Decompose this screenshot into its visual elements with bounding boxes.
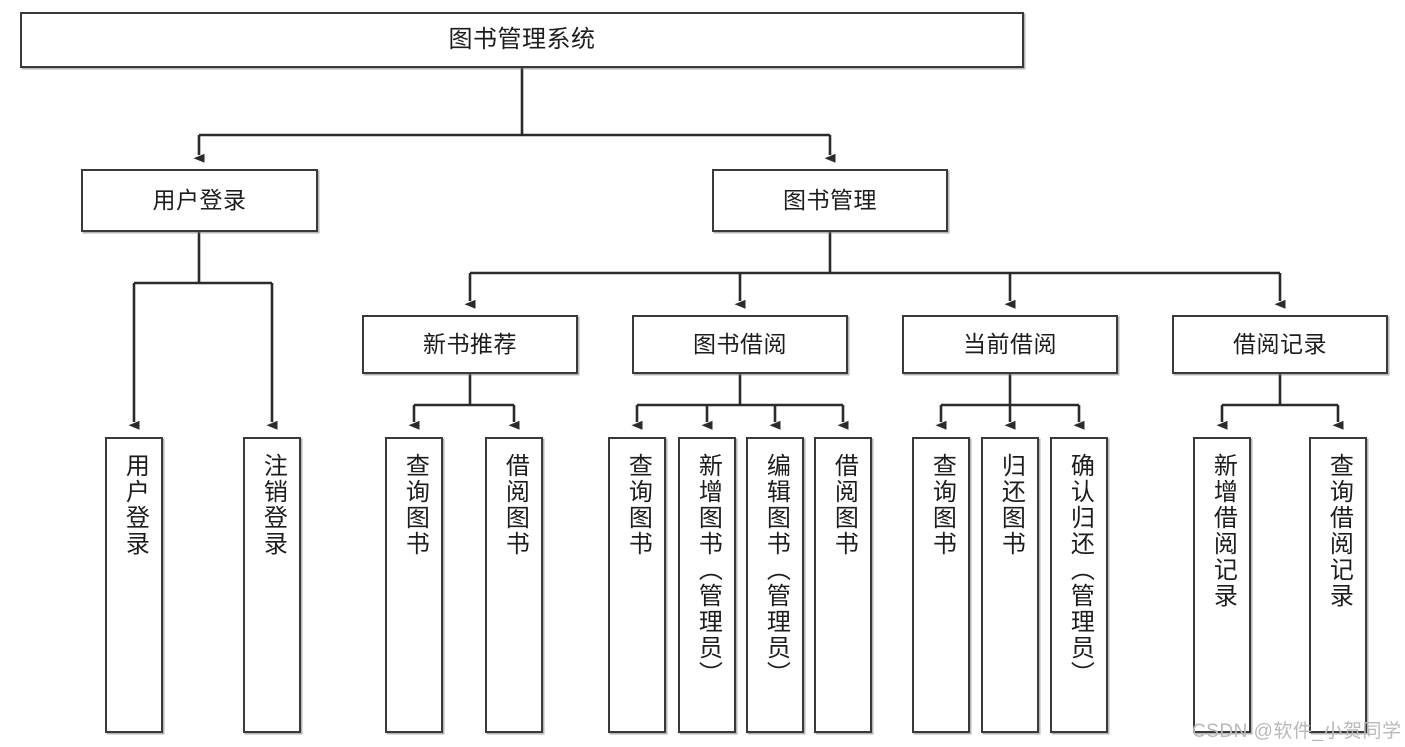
node-book-management-label: 图书管理: [783, 187, 877, 214]
node-current-borrow-label: 当前借阅: [963, 331, 1057, 358]
node-new-book-recommend-label: 新书推荐: [423, 331, 517, 358]
node-borrow-record-label: 借阅记录: [1233, 331, 1327, 358]
leaf-edit-book-admin-label: 编辑图书（管理员）: [762, 453, 790, 687]
leaf-query-book-recommend-label: 查询图书: [401, 453, 429, 557]
node-root[interactable]: 图书管理系统: [20, 12, 1024, 68]
node-user-login-label: 用户登录: [152, 187, 247, 214]
leaf-borrow-book[interactable]: 借阅图书: [814, 437, 872, 733]
node-current-borrow[interactable]: 当前借阅: [902, 315, 1118, 374]
leaf-borrow-book-label: 借阅图书: [830, 453, 858, 557]
leaf-query-book-borrow[interactable]: 查询图书: [608, 437, 666, 733]
node-book-borrow-label: 图书借阅: [693, 331, 787, 358]
leaf-add-book-admin-label: 新增图书（管理员）: [694, 453, 722, 687]
leaf-query-book-recommend[interactable]: 查询图书: [385, 437, 443, 733]
leaf-return-book[interactable]: 归还图书: [981, 437, 1039, 733]
leaf-add-book-admin[interactable]: 新增图书（管理员）: [678, 437, 736, 733]
leaf-borrow-book-recommend-label: 借阅图书: [501, 453, 529, 557]
leaf-logout-label: 注销登录: [259, 453, 287, 557]
leaf-query-borrow-record[interactable]: 查询借阅记录: [1309, 437, 1367, 733]
node-book-borrow[interactable]: 图书借阅: [632, 315, 848, 374]
csdn-watermark: CSDN @软件_小贺同学: [1192, 721, 1402, 742]
leaf-query-borrow-record-label: 查询借阅记录: [1325, 453, 1353, 609]
node-new-book-recommend[interactable]: 新书推荐: [362, 315, 578, 374]
leaf-query-book-borrow-label: 查询图书: [624, 453, 652, 557]
leaf-edit-book-admin[interactable]: 编辑图书（管理员）: [746, 437, 804, 733]
node-borrow-record[interactable]: 借阅记录: [1172, 315, 1388, 374]
leaf-add-borrow-record-label: 新增借阅记录: [1209, 453, 1237, 609]
node-root-label: 图书管理系统: [448, 26, 596, 54]
leaf-query-book-current[interactable]: 查询图书: [912, 437, 970, 733]
leaf-borrow-book-recommend[interactable]: 借阅图书: [485, 437, 543, 733]
node-book-management[interactable]: 图书管理: [712, 169, 948, 232]
node-user-login[interactable]: 用户登录: [81, 169, 318, 232]
leaf-return-book-label: 归还图书: [997, 453, 1025, 557]
leaf-user-login-label: 用户登录: [121, 453, 149, 557]
leaf-logout[interactable]: 注销登录: [243, 437, 301, 733]
leaf-confirm-return-admin[interactable]: 确认归还（管理员）: [1050, 437, 1108, 733]
leaf-query-book-current-label: 查询图书: [928, 453, 956, 557]
leaf-add-borrow-record[interactable]: 新增借阅记录: [1193, 437, 1251, 733]
leaf-user-login[interactable]: 用户登录: [105, 437, 163, 733]
leaf-confirm-return-admin-label: 确认归还（管理员）: [1066, 453, 1094, 687]
